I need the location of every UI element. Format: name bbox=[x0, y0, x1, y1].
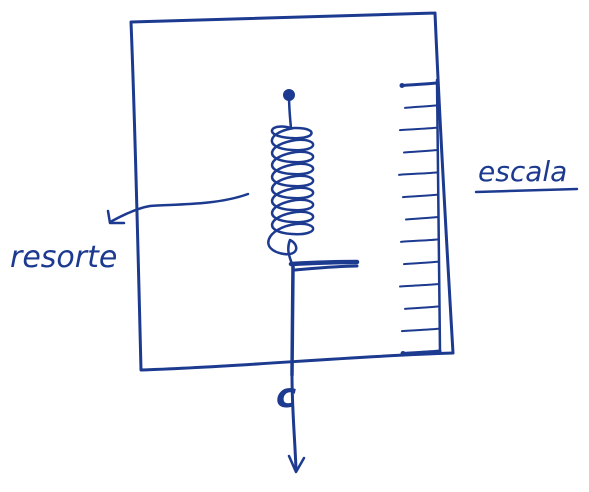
spring-pointer-arrow-head bbox=[106, 209, 126, 225]
scale-tick bbox=[402, 193, 440, 199]
spring-pointer-line bbox=[110, 192, 250, 223]
hook-arrow-head bbox=[287, 454, 306, 474]
scale bbox=[398, 78, 442, 356]
scale-label: escala bbox=[478, 155, 567, 188]
scale-annotation: escala bbox=[474, 155, 579, 194]
spring bbox=[267, 89, 360, 377]
scale-tick bbox=[404, 104, 439, 109]
scale-tick bbox=[400, 238, 440, 243]
scale-tick bbox=[401, 349, 442, 355]
spring-indicator-plate-tail bbox=[293, 264, 359, 272]
balance-frame bbox=[129, 11, 455, 372]
scale-tick bbox=[403, 149, 439, 154]
scale-tick bbox=[401, 327, 441, 333]
spring-indicator-plate bbox=[288, 259, 360, 267]
scale-tick-dot bbox=[400, 351, 406, 356]
scale-tick bbox=[404, 305, 441, 310]
spring-rod bbox=[290, 264, 295, 377]
spring-annotation: resorte bbox=[10, 192, 250, 275]
scale-ticks bbox=[398, 81, 442, 356]
hook-stem bbox=[290, 373, 298, 472]
scale-tick bbox=[399, 126, 439, 132]
scale-vertical-line bbox=[435, 78, 442, 354]
scale-label-underline bbox=[474, 187, 579, 194]
hook: c bbox=[276, 373, 306, 474]
scale-tick bbox=[403, 260, 440, 266]
spring-label: resorte bbox=[10, 240, 117, 275]
spring-coils bbox=[267, 125, 315, 266]
scale-tick-dot bbox=[399, 83, 405, 88]
scale-tick bbox=[405, 216, 440, 221]
scale-tick bbox=[398, 171, 439, 176]
hook-label: c bbox=[276, 376, 296, 416]
scale-tick bbox=[399, 283, 441, 288]
spring-top-wire bbox=[287, 93, 293, 130]
scale-tick bbox=[400, 81, 439, 87]
